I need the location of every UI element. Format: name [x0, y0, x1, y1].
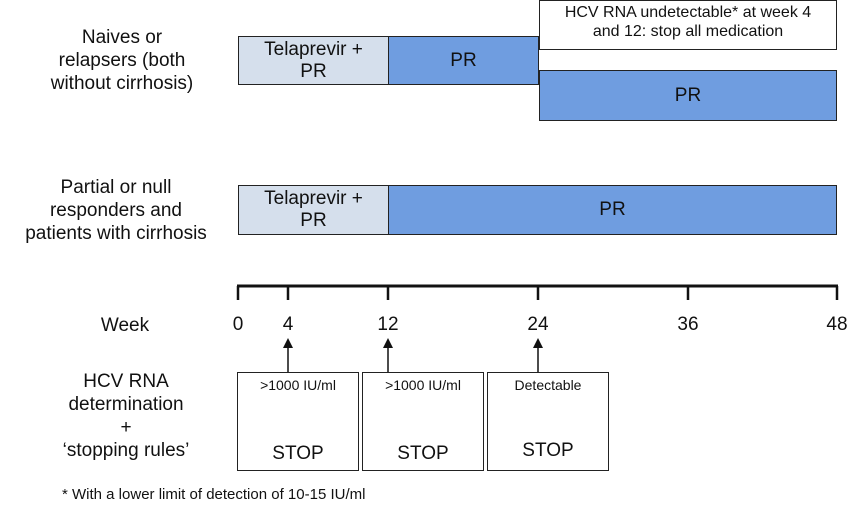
arrow-head-week-4	[283, 338, 293, 348]
telaprevir-pr-bar-partial: Telaprevir + PR	[238, 185, 389, 235]
row-label-naive-line: relapsers (both	[58, 50, 186, 71]
arrow-head-week-24	[533, 338, 543, 348]
row-label-partial-line: patients with cirrhosis	[25, 223, 207, 244]
tick-label-36: 36	[677, 314, 699, 335]
pr-bar-partial: PR	[388, 185, 837, 235]
note-line: HCV RNA undetectable* at week 4	[564, 4, 812, 21]
stopping-rules-line: ‘stopping rules’	[62, 440, 190, 461]
row-label-partial-line: Partial or null	[60, 177, 172, 198]
arrow-head-week-12	[383, 338, 393, 348]
tick-label-12: 12	[377, 314, 399, 335]
stop-threshold: >1000 IU/ml	[260, 377, 336, 393]
stop-action: STOP	[272, 443, 324, 464]
pr-bar-label: PR	[674, 84, 702, 106]
footnote: * With a lower limit of detection of 10-…	[62, 486, 366, 503]
pr-bar-naive-extension: PR	[539, 70, 837, 121]
axis-label-week: Week	[100, 315, 150, 336]
pr-bar-label: PR	[450, 49, 477, 71]
tick-label-4: 4	[282, 314, 294, 335]
stop-threshold: >1000 IU/ml	[385, 377, 461, 393]
row-label-naive-line: Naives or	[81, 27, 163, 48]
stopping-rules-line: HCV RNA	[83, 371, 169, 392]
tick-label-48: 48	[826, 314, 848, 335]
stop-box-week-12: >1000 IU/ml STOP	[362, 372, 484, 471]
pr-bar-label: PR	[599, 199, 626, 220]
pr-bar-naive-first: PR	[388, 36, 539, 85]
row-label-partial-line: responders and	[49, 200, 183, 221]
tick-label-24: 24	[527, 314, 549, 335]
row-label-naive-line: without cirrhosis)	[50, 73, 194, 94]
telaprevir-bar-label: PR	[300, 60, 327, 82]
stop-action: STOP	[522, 440, 574, 461]
telaprevir-bar-label: Telaprevir +	[264, 188, 363, 209]
stopping-rules-label: HCV RNA determination + ‘stopping rules’	[36, 370, 216, 462]
stop-box-week-24: Detectable STOP	[487, 372, 609, 471]
stopping-rules-line: determination	[68, 394, 184, 415]
stop-box-week-4: >1000 IU/ml STOP	[237, 372, 359, 471]
undetectable-note-box: HCV RNA undetectable* at week 4 and 12: …	[539, 0, 837, 50]
stop-threshold: Detectable	[514, 377, 582, 393]
row-label-naive: Naives or relapsers (both without cirrho…	[12, 26, 232, 95]
stop-action: STOP	[397, 443, 449, 464]
stopping-rules-line: +	[120, 417, 132, 438]
note-line: and 12: stop all medication	[592, 23, 784, 40]
telaprevir-bar-label: PR	[300, 210, 327, 231]
tick-label-0: 0	[232, 314, 244, 335]
row-label-partial: Partial or null responders and patients …	[0, 176, 232, 245]
telaprevir-bar-label: Telaprevir +	[264, 38, 363, 60]
